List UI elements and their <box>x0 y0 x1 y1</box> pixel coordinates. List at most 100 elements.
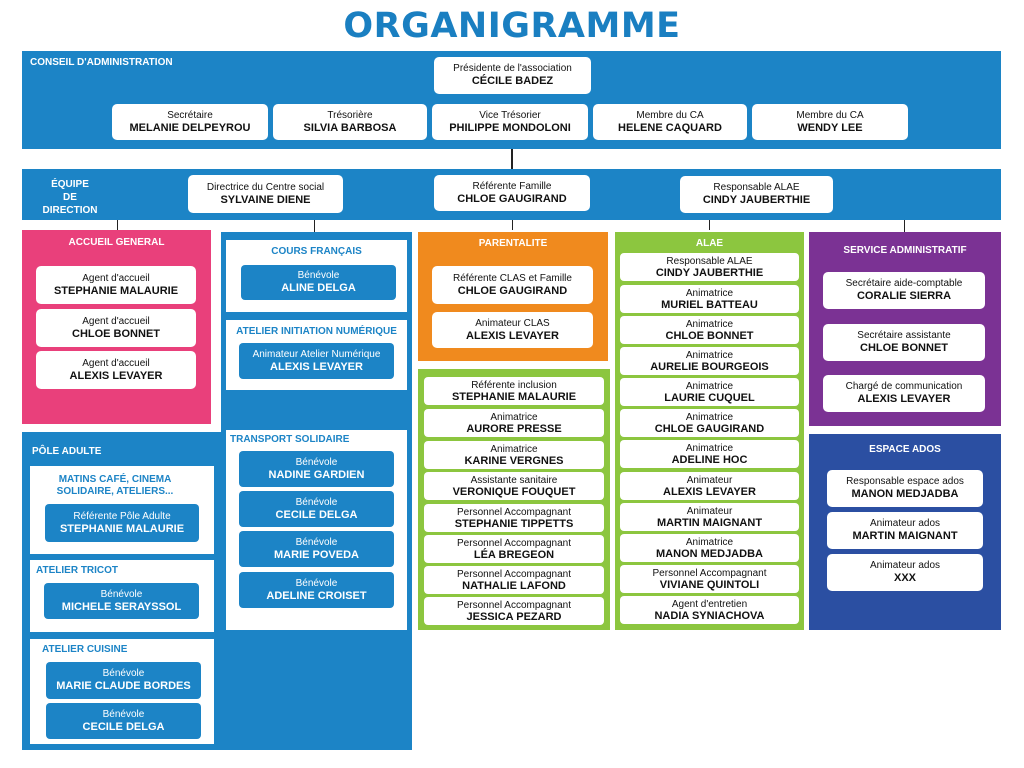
alae-card[interactable]: Animatrice MURIEL BATTEAU <box>620 285 799 313</box>
matins-label-line1: MATINS CAFÉ, CINEMA <box>58 474 172 485</box>
inclusion-card[interactable]: Animatrice KARINE VERGNES <box>424 441 604 469</box>
tricot-name: MICHELE SERAYSSOL <box>61 600 182 613</box>
connector-line <box>512 220 513 230</box>
transport-card[interactable]: Bénévole NADINE GARDIEN <box>239 451 394 487</box>
transport-card[interactable]: Bénévole ADELINE CROISET <box>239 572 394 608</box>
direction-role: Référente Famille <box>472 180 552 192</box>
alae-role: Animatrice <box>685 380 734 392</box>
alae-name: MURIEL BATTEAU <box>661 298 758 311</box>
alae-card[interactable]: Animatrice CHLOE BONNET <box>620 316 799 344</box>
alae-label: ALAE <box>695 238 724 249</box>
transport-name: ADELINE CROISET <box>266 589 367 602</box>
alae-card[interactable]: Animateur ALEXIS LEVAYER <box>620 472 799 500</box>
inclusion-card[interactable]: Personnel Accompagnant LÉA BREGEON <box>424 535 604 563</box>
accueil-card[interactable]: Agent d'accueil STEPHANIE MALAURIE <box>36 266 196 304</box>
ados-name: XXX <box>893 572 916 584</box>
cours-card[interactable]: Bénévole ALINE DELGA <box>241 265 396 300</box>
president-card[interactable]: Présidente de l'association CÉCILE BADEZ <box>434 57 591 94</box>
cuisine-card[interactable]: Bénévole MARIE CLAUDE BORDES <box>46 662 201 699</box>
cuisine-role: Bénévole <box>102 668 145 679</box>
admin-role: Secrétaire aide-comptable <box>845 278 963 289</box>
direction-role: Directrice du Centre social <box>206 181 325 193</box>
ados-card[interactable]: Animateur ados MARTIN MAIGNANT <box>827 512 983 549</box>
ados-card[interactable]: Responsable espace ados MANON MEDJADBA <box>827 470 983 507</box>
ca-role: Trésorière <box>327 109 373 121</box>
ados-card[interactable]: Animateur ados XXX <box>827 554 983 591</box>
connector-line <box>904 220 905 232</box>
admin-name: ALEXIS LEVAYER <box>857 393 951 405</box>
ca-name: MELANIE DELPEYROU <box>129 121 251 134</box>
accueil-role: Agent d'accueil <box>82 357 150 369</box>
alae-card[interactable]: Agent d'entretien NADIA SYNIACHOVA <box>620 596 799 624</box>
alae-card[interactable]: Animateur MARTIN MAIGNANT <box>620 503 799 531</box>
inclusion-card[interactable]: Animatrice AURORE PRESSE <box>424 409 604 437</box>
accueil-role: Agent d'accueil <box>82 272 150 284</box>
numerique-card[interactable]: Animateur Atelier Numérique ALEXIS LEVAY… <box>239 343 394 379</box>
alae-card[interactable]: Animatrice AURELIE BOURGEOIS <box>620 347 799 375</box>
transport-label: TRANSPORT SOLIDAIRE <box>230 434 350 445</box>
alae-name: NADIA SYNIACHOVA <box>654 609 765 622</box>
alae-role: Animatrice <box>685 411 734 423</box>
inclusion-card[interactable]: Personnel Accompagnant NATHALIE LAFOND <box>424 566 604 594</box>
direction-card[interactable]: Responsable ALAE CINDY JAUBERTHIE <box>680 176 833 213</box>
transport-card[interactable]: Bénévole MARIE POVEDA <box>239 531 394 567</box>
accueil-label: ACCUEIL GENERAL <box>68 237 165 248</box>
page-title: ORGANIGRAMME <box>343 6 681 46</box>
pole-adulte-label: PÔLE ADULTE <box>32 446 102 457</box>
inclusion-name: STEPHANIE MALAURIE <box>451 390 577 403</box>
admin-card[interactable]: Chargé de communication ALEXIS LEVAYER <box>823 375 985 412</box>
inclusion-role: Personnel Accompagnant <box>457 599 571 611</box>
ca-member-card[interactable]: Vice Trésorier PHILIPPE MONDOLONI <box>432 104 588 140</box>
matins-role: Référente Pôle Adulte <box>73 510 171 522</box>
admin-role: Chargé de communication <box>845 381 963 392</box>
connector-line <box>314 220 315 232</box>
inclusion-name: LÉA BREGEON <box>473 548 555 561</box>
ca-name: HELENE CAQUARD <box>618 121 722 134</box>
numerique-role: Animateur Atelier Numérique <box>252 348 381 360</box>
ca-member-card[interactable]: Membre du CA HELENE CAQUARD <box>593 104 747 140</box>
president-name: CÉCILE BADEZ <box>471 75 554 87</box>
alae-card[interactable]: Personnel Accompagnant VIVIANE QUINTOLI <box>620 565 799 593</box>
alae-card[interactable]: Animatrice MANON MEDJADBA <box>620 534 799 562</box>
numerique-label: ATELIER INITIATION NUMÉRIQUE <box>236 326 397 337</box>
tricot-card[interactable]: Bénévole MICHELE SERAYSSOL <box>44 583 199 619</box>
accueil-card[interactable]: Agent d'accueil ALEXIS LEVAYER <box>36 351 196 389</box>
cuisine-card[interactable]: Bénévole CECILE DELGA <box>46 703 201 739</box>
inclusion-card[interactable]: Personnel Accompagnant JESSICA PEZARD <box>424 597 604 625</box>
transport-role: Bénévole <box>295 577 338 589</box>
admin-card[interactable]: Secrétaire aide-comptable CORALIE SIERRA <box>823 272 985 309</box>
transport-name: NADINE GARDIEN <box>268 468 365 481</box>
alae-card[interactable]: Animatrice ADELINE HOC <box>620 440 799 468</box>
inclusion-card[interactable]: Référente inclusion STEPHANIE MALAURIE <box>424 377 604 405</box>
alae-name: VIVIANE QUINTOLI <box>659 578 760 591</box>
inclusion-role: Animatrice <box>490 443 538 455</box>
ca-member-card[interactable]: Membre du CA WENDY LEE <box>752 104 908 140</box>
cours-name: ALINE DELGA <box>281 282 356 294</box>
alae-card[interactable]: Animatrice CHLOE GAUGIRAND <box>620 409 799 437</box>
direction-card[interactable]: Directrice du Centre social SYLVAINE DIE… <box>188 175 343 213</box>
transport-card[interactable]: Bénévole CECILE DELGA <box>239 491 394 527</box>
ca-name: WENDY LEE <box>797 121 863 134</box>
cours-role: Bénévole <box>297 270 340 281</box>
matins-card[interactable]: Référente Pôle Adulte STEPHANIE MALAURIE <box>45 504 199 542</box>
accueil-card[interactable]: Agent d'accueil CHLOE BONNET <box>36 309 196 347</box>
alae-role: Animateur <box>686 474 733 486</box>
inclusion-role: Personnel Accompagnant <box>457 537 571 549</box>
parentalite-card[interactable]: Référente CLAS et Famille CHLOE GAUGIRAN… <box>432 266 593 304</box>
ca-member-card[interactable]: Trésorière SILVIA BARBOSA <box>273 104 427 140</box>
inclusion-role: Personnel Accompagnant <box>457 568 571 580</box>
parentalite-card[interactable]: Animateur CLAS ALEXIS LEVAYER <box>432 312 593 348</box>
admin-card[interactable]: Secrétaire assistante CHLOE BONNET <box>823 324 985 361</box>
inclusion-card[interactable]: Assistante sanitaire VERONIQUE FOUQUET <box>424 472 604 500</box>
alae-card[interactable]: Responsable ALAE CINDY JAUBERTHIE <box>620 253 799 281</box>
inclusion-role: Personnel Accompagnant <box>457 506 571 518</box>
transport-name: MARIE POVEDA <box>274 548 359 561</box>
alae-card[interactable]: Animatrice LAURIE CUQUEL <box>620 378 799 406</box>
ados-label: ESPACE ADOS <box>869 444 941 455</box>
alae-role: Agent d'entretien <box>671 598 748 610</box>
ados-name: MARTIN MAIGNANT <box>852 530 958 542</box>
ca-member-card[interactable]: Secrétaire MELANIE DELPEYROU <box>112 104 268 140</box>
direction-card[interactable]: Référente Famille CHLOE GAUGIRAND <box>434 175 590 211</box>
accueil-role: Agent d'accueil <box>82 315 150 327</box>
inclusion-card[interactable]: Personnel Accompagnant STEPHANIE TIPPETT… <box>424 504 604 532</box>
